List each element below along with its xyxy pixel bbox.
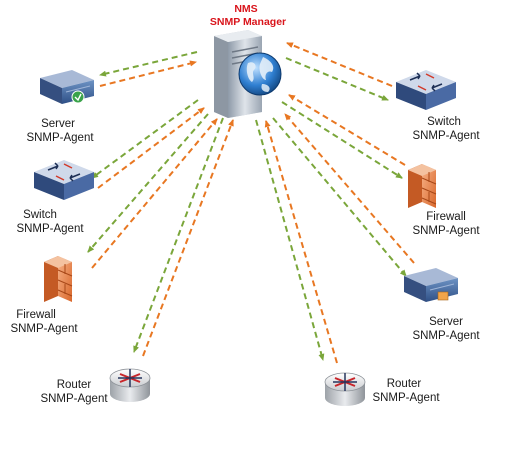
- agent-router-left: Router SNMP-Agent: [40, 368, 151, 405]
- arrow-links: [87, 42, 415, 364]
- agent-label-line1: Server: [41, 118, 75, 130]
- agent-label-line1: Firewall: [16, 309, 56, 321]
- arrow-request-router-left: [133, 117, 224, 353]
- manager-node: NMS SNMP Manager: [210, 3, 286, 118]
- arrow-response-router-left: [142, 119, 234, 357]
- manager-title: NMS: [234, 3, 257, 15]
- arrow-response-firewall-right: [288, 94, 406, 166]
- arrow-response-server-right: [284, 113, 415, 264]
- arrow-request-server-right: [272, 117, 407, 277]
- arrow-request-switch-left: [91, 99, 199, 179]
- manager-subtitle: SNMP Manager: [210, 16, 286, 28]
- server-globe-icon: [214, 30, 282, 118]
- router-icon: [324, 372, 366, 406]
- agent-label-line2: SNMP-Agent: [16, 223, 84, 235]
- agent-switch-right: Switch SNMP-Agent: [396, 70, 480, 142]
- agent-label-line1: Firewall: [426, 211, 466, 223]
- agent-label-line2: SNMP-Agent: [412, 330, 480, 342]
- switch-icon: [34, 160, 94, 200]
- arrow-request-switch-right: [285, 57, 389, 101]
- arrow-response-switch-left: [97, 107, 205, 189]
- switch-icon: [396, 70, 456, 110]
- arrow-response-server-left: [99, 60, 197, 87]
- agent-label-line1: Server: [429, 316, 463, 328]
- agent-label-line1: Router: [387, 378, 422, 390]
- agent-label-line2: SNMP-Agent: [10, 323, 78, 335]
- arrow-request-router-right: [255, 119, 325, 361]
- arrow-request-firewall-right: [281, 101, 403, 179]
- agent-label-line1: Switch: [23, 209, 57, 221]
- agent-label-line2: SNMP-Agent: [40, 393, 108, 405]
- server-icon: [40, 70, 94, 104]
- agent-label-line2: SNMP-Agent: [412, 130, 480, 142]
- arrow-response-switch-right: [286, 42, 393, 87]
- firewall-icon: [408, 164, 437, 208]
- agent-label-line1: Router: [57, 379, 92, 391]
- arrow-request-firewall-left: [87, 113, 209, 253]
- server-icon: [404, 268, 458, 302]
- agent-switch-left: Switch SNMP-Agent: [16, 160, 94, 235]
- arrow-response-firewall-left: [91, 118, 218, 269]
- arrow-request-server-left: [99, 51, 198, 77]
- agent-server-right: Server SNMP-Agent: [404, 268, 480, 342]
- agent-label-line2: SNMP-Agent: [26, 132, 94, 144]
- agent-router-right: Router SNMP-Agent: [324, 372, 440, 406]
- agent-firewall-right: Firewall SNMP-Agent: [408, 164, 480, 237]
- agent-server-left: Server SNMP-Agent: [26, 70, 94, 144]
- agent-label-line2: SNMP-Agent: [412, 225, 480, 237]
- agent-label-line2: SNMP-Agent: [372, 392, 440, 404]
- arrow-response-router-right: [264, 120, 338, 364]
- agent-label-line1: Switch: [427, 116, 461, 128]
- router-icon: [109, 368, 151, 402]
- agent-firewall-left: Firewall SNMP-Agent: [10, 256, 78, 335]
- firewall-icon: [44, 256, 73, 302]
